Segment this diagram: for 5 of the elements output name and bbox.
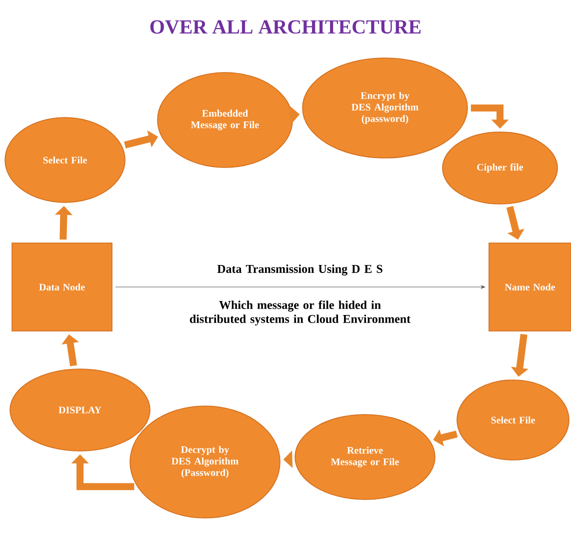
process-box: Data Node bbox=[12, 242, 112, 332]
title: OVER ALL ARCHITECTURE bbox=[150, 20, 421, 34]
note-text: Data Transmission Using D E S bbox=[217, 264, 382, 276]
process-box: Name Node bbox=[488, 242, 571, 332]
note-text: Which message or file hided in distributed systems in Cloud Environment bbox=[190, 300, 410, 326]
